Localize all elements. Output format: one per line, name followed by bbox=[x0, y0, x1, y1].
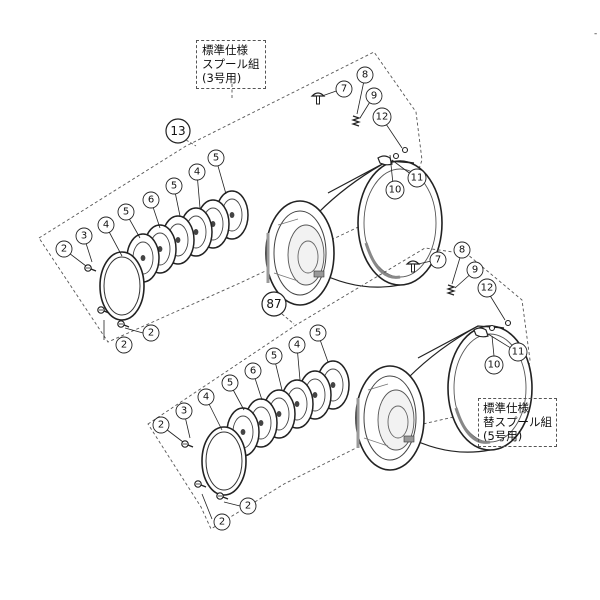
upper-assembly-number: 13 bbox=[165, 118, 197, 147]
svg-text:12: 12 bbox=[376, 112, 389, 123]
lower-drag-ring bbox=[201, 426, 247, 496]
upper-part-7 bbox=[311, 92, 325, 105]
upper-screw-c bbox=[117, 320, 130, 328]
upper-callout-8: 8 bbox=[356, 66, 374, 84]
upper-callout-5a: 5 bbox=[117, 203, 135, 221]
svg-text:7: 7 bbox=[435, 255, 441, 266]
svg-text:4: 4 bbox=[294, 340, 300, 351]
upper-callout-9: 9 bbox=[365, 87, 383, 105]
lower-callout-4b: 4 bbox=[288, 336, 306, 354]
upper-callout-4b: 4 bbox=[188, 163, 206, 181]
svg-text:9: 9 bbox=[371, 91, 377, 102]
svg-text:87: 87 bbox=[266, 297, 281, 311]
upper-callouts: 2 3 4 5 6 5 4 5 2 2 7 8 9 12 10 11 bbox=[55, 66, 427, 354]
upper-label-line-2: スプール組 bbox=[202, 57, 260, 71]
upper-callout-6: 6 bbox=[142, 191, 160, 209]
lower-callout-8: 8 bbox=[453, 241, 471, 259]
upper-label-line-3: (3号用) bbox=[202, 71, 242, 85]
upper-drag-ring bbox=[99, 251, 145, 321]
upper-callout-4a: 4 bbox=[97, 216, 115, 234]
svg-text:2: 2 bbox=[61, 244, 67, 255]
lower-callout-10: 10 bbox=[484, 355, 504, 375]
svg-text:2: 2 bbox=[219, 517, 225, 528]
upper-callout-2c: 2 bbox=[115, 336, 133, 354]
svg-text:11: 11 bbox=[411, 173, 424, 184]
lower-callout-11: 11 bbox=[508, 342, 528, 362]
svg-text:4: 4 bbox=[194, 167, 200, 178]
svg-text:3: 3 bbox=[81, 231, 87, 242]
svg-text:5: 5 bbox=[171, 181, 177, 192]
svg-text:9: 9 bbox=[472, 265, 478, 276]
svg-text:2: 2 bbox=[158, 420, 164, 431]
upper-callout-10: 10 bbox=[385, 180, 405, 200]
lower-screw-a bbox=[181, 440, 194, 448]
lower-callout-2a: 2 bbox=[152, 416, 170, 434]
svg-text:6: 6 bbox=[148, 195, 154, 206]
lower-callout-12: 12 bbox=[477, 278, 497, 298]
upper-callout-12: 12 bbox=[372, 107, 392, 127]
svg-text:2: 2 bbox=[148, 328, 154, 339]
upper-label-line-1: 標準仕様 bbox=[202, 43, 248, 57]
lower-callout-7: 7 bbox=[429, 251, 447, 269]
upper-callout-7: 7 bbox=[335, 80, 353, 98]
lower-label-line-2: 替スプール組 bbox=[483, 415, 552, 429]
lower-callout-6: 6 bbox=[244, 362, 262, 380]
svg-text:13: 13 bbox=[170, 124, 185, 138]
svg-text:5: 5 bbox=[123, 207, 129, 218]
upper-assembly: 2 3 4 5 6 5 4 5 2 2 7 8 9 12 10 11 13 bbox=[38, 51, 444, 354]
svg-text:8: 8 bbox=[362, 70, 368, 81]
lower-assembly-number: 87 bbox=[261, 291, 295, 325]
svg-text:10: 10 bbox=[389, 185, 402, 196]
lower-callouts: 2 3 4 5 6 5 4 5 2 2 7 8 9 12 10 11 bbox=[152, 241, 528, 531]
upper-callout-11: 11 bbox=[407, 168, 427, 188]
svg-text:8: 8 bbox=[459, 245, 465, 256]
lower-callout-5b: 5 bbox=[265, 347, 283, 365]
upper-callout-2a: 2 bbox=[55, 240, 73, 258]
lower-screw-b bbox=[194, 480, 207, 488]
svg-text:10: 10 bbox=[488, 360, 501, 371]
svg-text:2: 2 bbox=[245, 501, 251, 512]
svg-text:4: 4 bbox=[103, 220, 109, 231]
lower-callout-5c: 5 bbox=[309, 324, 327, 342]
svg-text:4: 4 bbox=[203, 392, 209, 403]
upper-assembly-label: 標準仕様 スプール組 (3号用) bbox=[196, 40, 266, 89]
lower-assembly: 2 3 4 5 6 5 4 5 2 2 7 8 9 12 10 11 87 bbox=[147, 241, 534, 531]
svg-text:5: 5 bbox=[315, 328, 321, 339]
svg-text:5: 5 bbox=[271, 351, 277, 362]
lower-washer-stack bbox=[226, 360, 350, 457]
svg-text:12: 12 bbox=[481, 283, 494, 294]
lower-label-line-3: (5号用) bbox=[483, 429, 523, 443]
upper-callout-2b: 2 bbox=[142, 324, 160, 342]
lower-assembly-label: 標準仕様 替スプール組 (5号用) bbox=[478, 398, 557, 447]
lower-callout-2b: 2 bbox=[239, 497, 257, 515]
lower-callout-4a: 4 bbox=[197, 388, 215, 406]
svg-text:6: 6 bbox=[250, 366, 256, 377]
lower-callout-9: 9 bbox=[466, 261, 484, 279]
svg-text:7: 7 bbox=[341, 84, 347, 95]
upper-callout-5c: 5 bbox=[207, 149, 225, 167]
lower-callout-3: 3 bbox=[175, 402, 193, 420]
svg-text:5: 5 bbox=[227, 378, 233, 389]
upper-assembly-boundary bbox=[38, 51, 423, 343]
upper-part-9 bbox=[352, 115, 360, 127]
upper-callout-3: 3 bbox=[75, 227, 93, 245]
svg-text:2: 2 bbox=[121, 340, 127, 351]
lower-callout-2c: 2 bbox=[213, 513, 231, 531]
lower-part-9 bbox=[447, 284, 455, 296]
corner-mark: - bbox=[594, 29, 597, 39]
svg-text:3: 3 bbox=[181, 406, 187, 417]
lower-label-line-1: 標準仕様 bbox=[483, 401, 529, 415]
upper-callout-5b: 5 bbox=[165, 177, 183, 195]
svg-text:11: 11 bbox=[512, 347, 525, 358]
lower-callout-5a: 5 bbox=[221, 374, 239, 392]
svg-text:5: 5 bbox=[213, 153, 219, 164]
upper-screw-a bbox=[84, 264, 97, 272]
